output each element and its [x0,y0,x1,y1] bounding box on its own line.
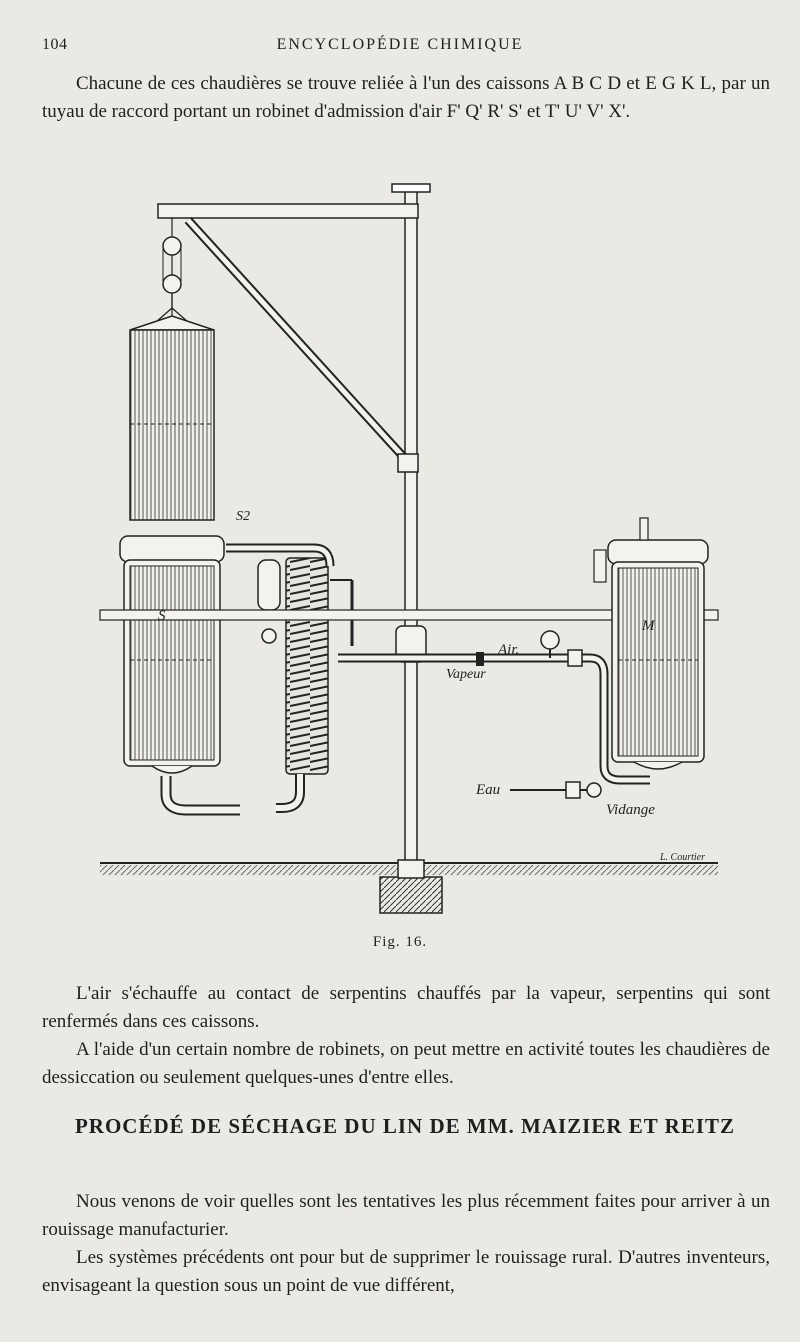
right-boiler-m [593,517,709,770]
section-paragraph: Nous venons de voir quelles sont les ten… [42,1191,770,1240]
body-paragraph: L'air s'échauffe au contact de serpentin… [42,983,770,1032]
running-head: ENCYCLOPÉDIE CHIMIQUE [276,36,524,53]
section-paragraph: Les systèmes précédents ont pour but de … [42,1247,770,1296]
central-column [391,183,431,879]
figure-16-illustration: S2 S M Air. Vapeur Eau Vidange L. Courti… [99,183,719,914]
pulley-block [155,218,189,328]
heating-coil [226,543,354,813]
figure-caption: Fig. 16. [372,934,428,950]
column-foundation [379,876,443,914]
air-steam-pipe [338,630,650,799]
crane-arm [157,203,419,473]
intro-paragraph: Chacune de ces chaudières se trouve reli… [42,73,770,122]
engraver-signature: L. Courtier [659,852,705,863]
label-air: Air. [497,642,519,658]
label-m: M [641,618,656,634]
section-title: PROCÉDÉ DE SÉCHAGE DU LIN DE MM. MAIZIER… [74,1114,736,1138]
page-number: 104 [42,36,68,53]
label-vidange: Vidange [606,802,655,818]
label-eau: Eau [475,782,500,798]
platform-bar [99,609,719,621]
left-boiler-s [119,535,240,816]
body-paragraph: A l'aide d'un certain nombre de robinets… [42,1039,770,1088]
label-vapeur: Vapeur [446,667,486,682]
label-s: S [158,608,166,624]
suspended-basket [129,315,215,521]
label-s2: S2 [236,509,250,524]
